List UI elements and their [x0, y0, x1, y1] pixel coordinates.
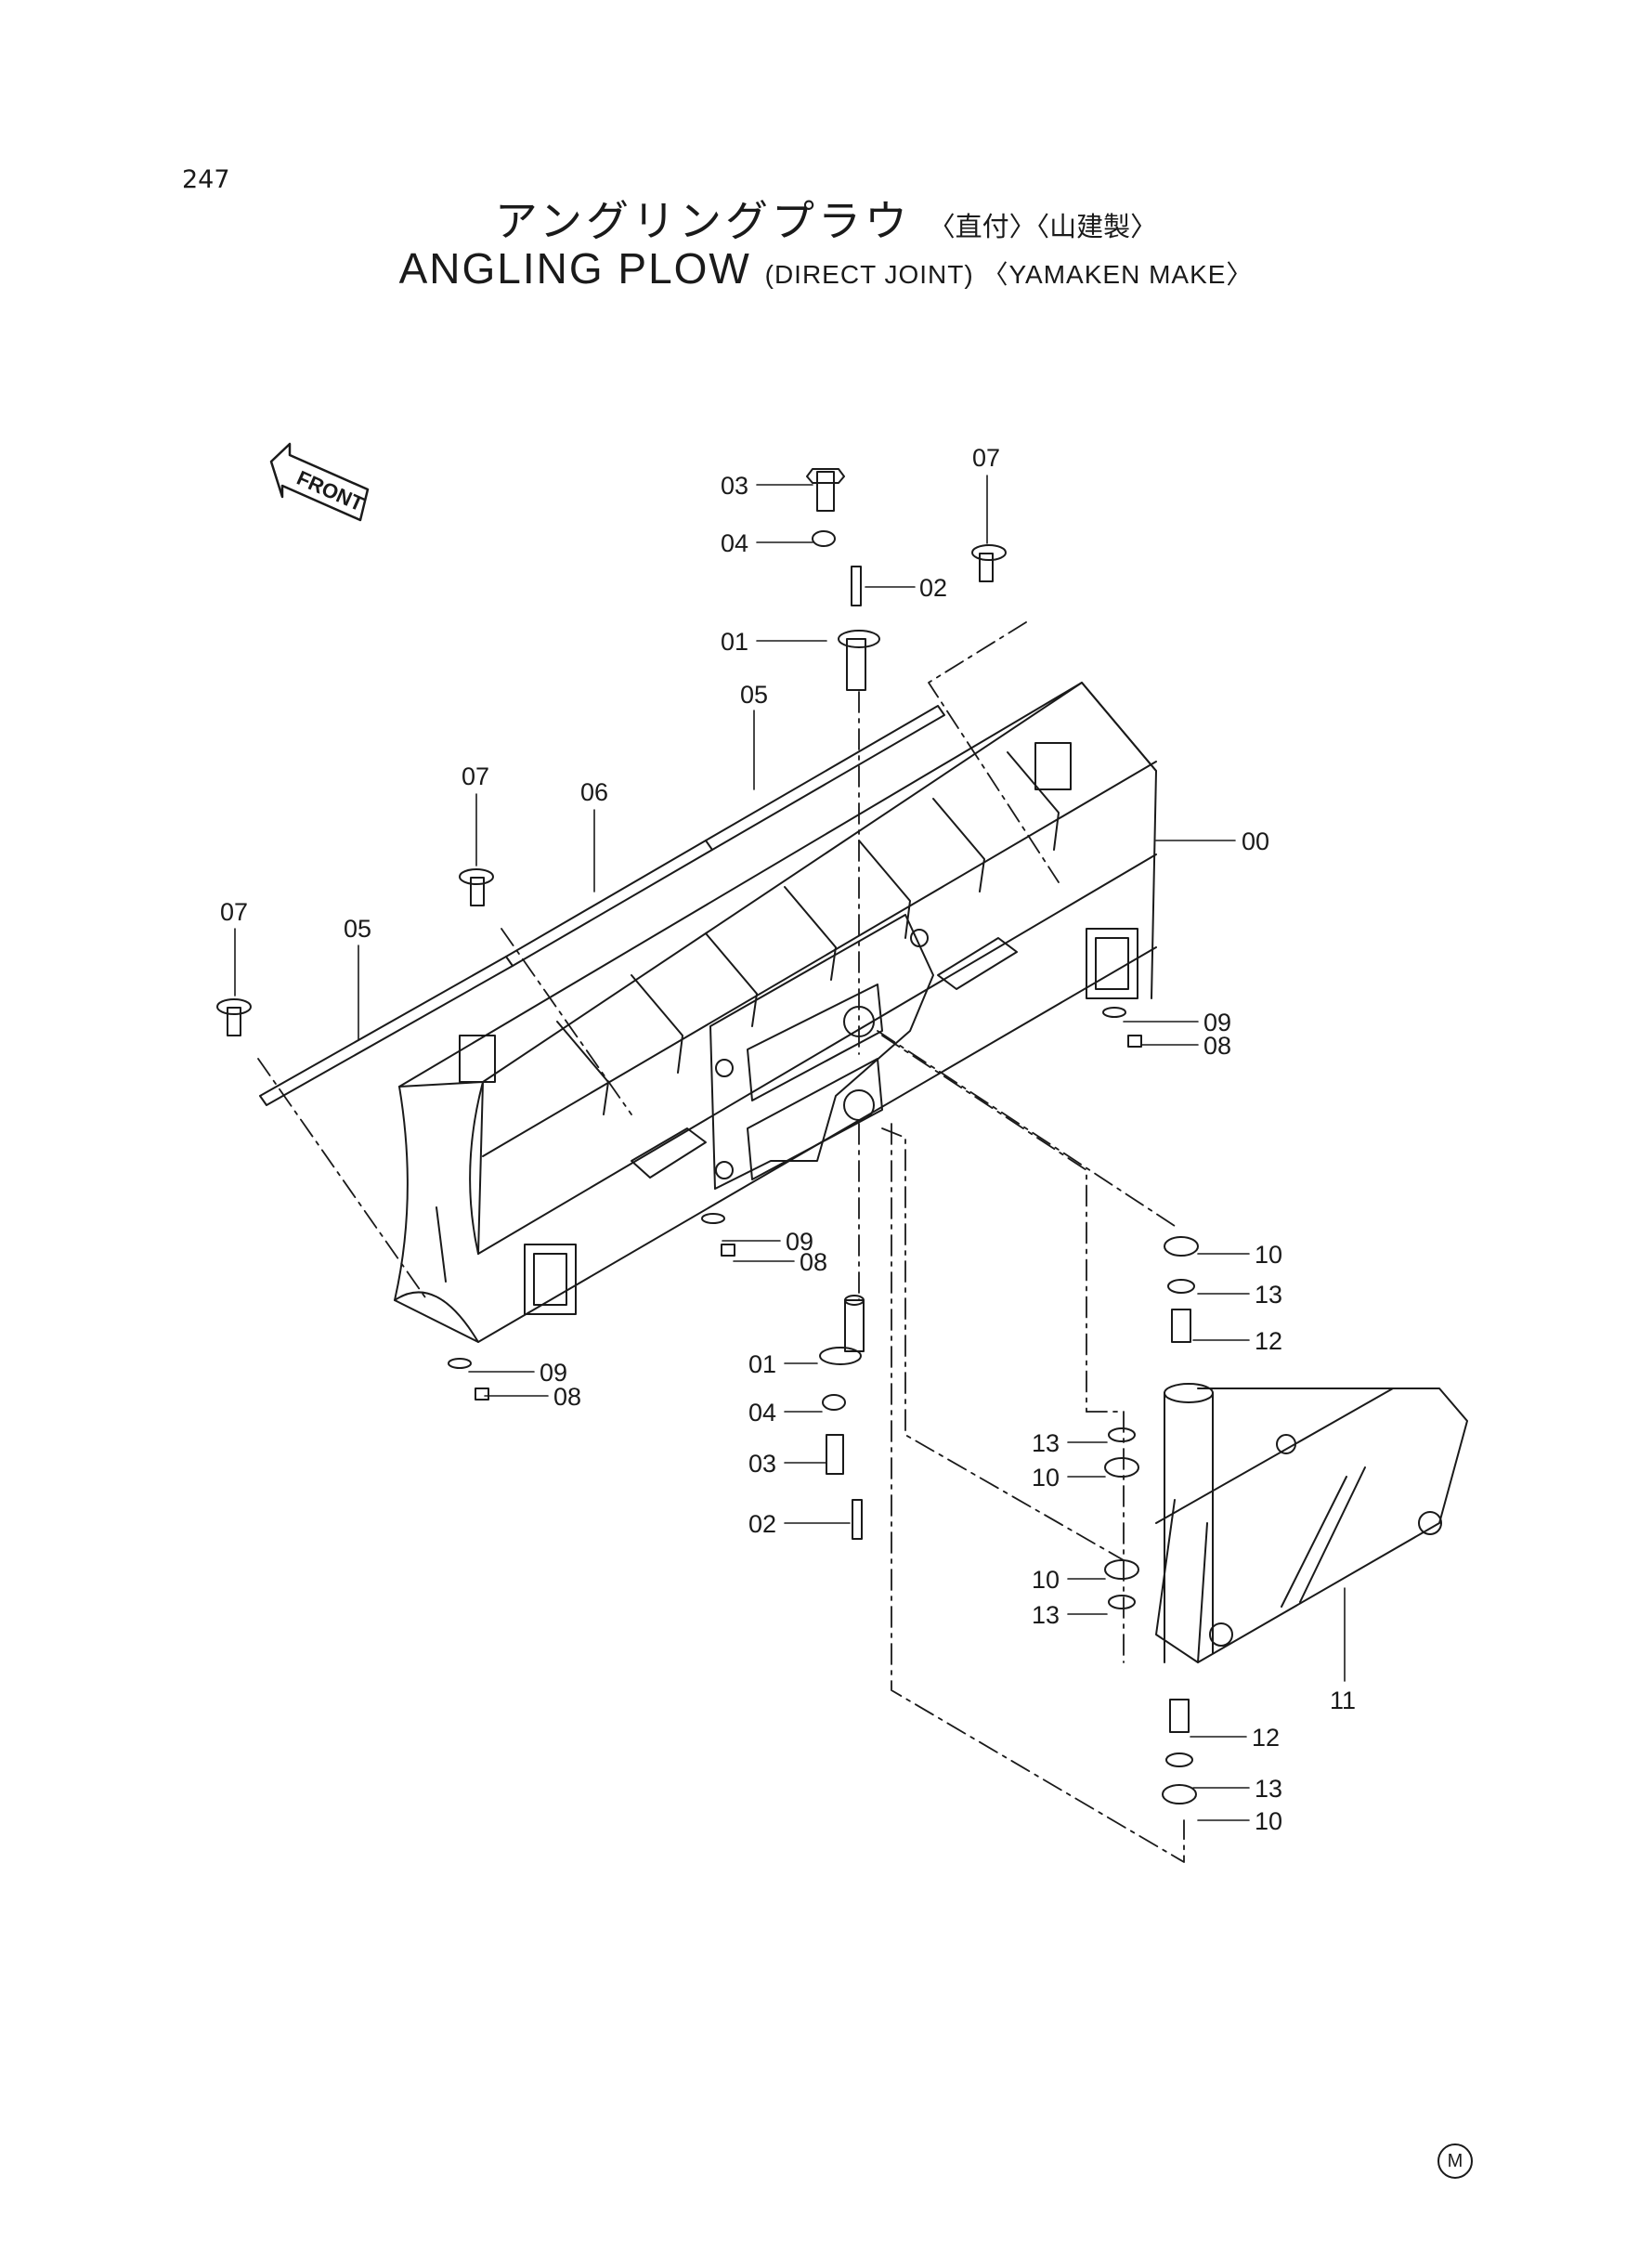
assembly-lines — [257, 621, 1185, 1863]
callout-13-c: 13 — [1032, 1601, 1060, 1629]
push-frame — [1155, 1388, 1468, 1663]
callout-07-top: 07 — [972, 444, 1000, 472]
callout-09-right: 09 — [1203, 1009, 1231, 1036]
callout-01-bottom: 01 — [748, 1350, 776, 1378]
leader-lines — [234, 475, 1346, 1821]
callout-05-right: 05 — [740, 681, 768, 709]
callout-10-a: 10 — [1255, 1241, 1282, 1269]
title-japanese-sub: 〈直付〉〈山建製〉 — [928, 211, 1158, 242]
callout-13-b: 13 — [1032, 1429, 1060, 1457]
callout-04-bottom: 04 — [748, 1399, 776, 1427]
title-japanese: アングリングプラウ 〈直付〉〈山建製〉 — [0, 188, 1652, 249]
callout-10-c: 10 — [1032, 1566, 1060, 1594]
title-english: ANGLING PLOW (DIRECT JOINT) 〈YAMAKEN MAK… — [0, 243, 1652, 293]
callout-00: 00 — [1242, 827, 1269, 855]
callout-10-d: 10 — [1255, 1807, 1282, 1835]
callout-03-top: 03 — [721, 472, 748, 500]
callout-03-bottom: 03 — [748, 1450, 776, 1478]
callout-08-right: 08 — [1203, 1032, 1231, 1060]
callout-08-left: 08 — [553, 1383, 581, 1411]
front-arrow: FRONT — [269, 442, 370, 522]
callout-05-left: 05 — [344, 915, 371, 943]
callout-01-top: 01 — [721, 628, 748, 656]
callout-labels: 03 04 02 01 07 05 07 06 00 07 05 09 08 0… — [220, 444, 1356, 1835]
callout-12-b: 12 — [1252, 1724, 1280, 1752]
callout-13-a: 13 — [1255, 1281, 1282, 1309]
page-number: 247 — [182, 165, 230, 194]
title-japanese-main: アングリングプラウ — [494, 196, 912, 246]
callout-09-mid: 09 — [786, 1228, 813, 1256]
top-hardware — [216, 468, 1007, 1036]
callout-06: 06 — [580, 778, 608, 806]
callout-10-b: 10 — [1032, 1464, 1060, 1492]
callout-13-d: 13 — [1255, 1775, 1282, 1803]
callout-07-left: 07 — [220, 898, 248, 926]
callout-09-left: 09 — [540, 1359, 567, 1387]
callout-04-top: 04 — [721, 529, 748, 557]
callout-02-top: 02 — [919, 574, 947, 602]
callout-02-bottom: 02 — [748, 1510, 776, 1538]
corner-mark: M — [1437, 2143, 1473, 2179]
callout-12-a: 12 — [1255, 1327, 1282, 1355]
title-english-sub: (DIRECT JOINT) 〈YAMAKEN MAKE〉 — [764, 260, 1254, 289]
title-english-main: ANGLING PLOW — [398, 244, 751, 293]
bottom-hardware — [448, 1007, 1199, 1804]
callout-07-mid: 07 — [462, 762, 489, 790]
callout-11: 11 — [1330, 1687, 1356, 1714]
moldboard — [394, 682, 1157, 1343]
cutting-edges — [259, 705, 945, 1106]
boss-tube — [1164, 1383, 1214, 1663]
callout-08-mid: 08 — [800, 1248, 827, 1276]
